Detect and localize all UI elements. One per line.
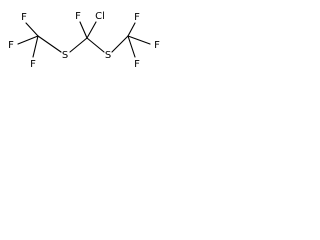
bond-c3-fr3 (127, 35, 136, 58)
atom-f-center: F (75, 11, 81, 22)
bond-c1-s1 (37, 35, 62, 53)
bond-c2-s2 (86, 37, 105, 53)
bond-c2-f (79, 21, 88, 39)
atom-cl-center: Cl (95, 11, 105, 22)
atom-f-right-bottom: F (134, 59, 140, 70)
atom-s-left: S (62, 50, 68, 61)
bond-c3-fr1 (127, 22, 136, 37)
bond-fl1-c1 (25, 22, 39, 37)
atom-f-left-top: F (21, 12, 27, 23)
chemical-structure: F F F S F Cl S F F F (0, 0, 171, 79)
bond-s1-c2 (69, 37, 88, 53)
atom-f-left-mid: F (8, 40, 14, 51)
atom-s-right: S (105, 50, 111, 61)
bond-fl2-c1 (17, 35, 39, 45)
bond-c2-cl (86, 21, 97, 39)
atom-f-right-mid: F (154, 40, 160, 51)
structure-drawing: F F F S F Cl S F F F (8, 11, 160, 70)
bond-s2-c3 (111, 35, 129, 53)
atom-f-left-bottom: F (30, 59, 36, 70)
atom-f-right-top: F (134, 12, 140, 23)
bond-fl3-c1 (32, 35, 39, 58)
bond-c3-fr2 (127, 35, 151, 45)
